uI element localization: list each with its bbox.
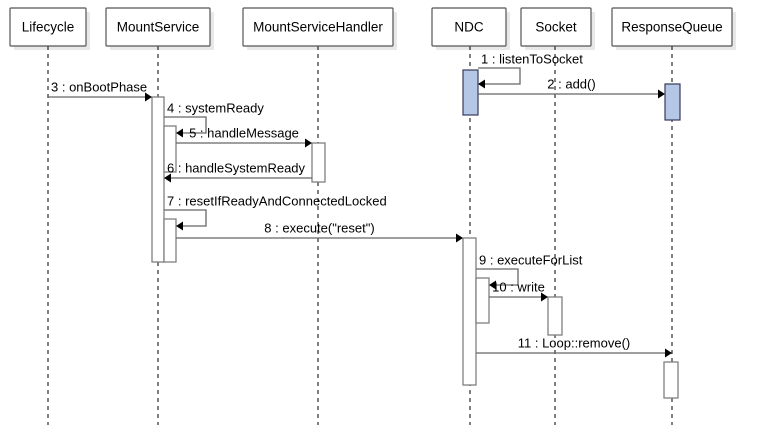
- lifeline-lifecycle: Lifecycle: [9, 7, 90, 425]
- message-1: 1 : listenToSocket: [478, 51, 583, 89]
- activation-bar-responsequeue-add: [664, 83, 681, 121]
- message-arrowhead-11: [665, 348, 672, 358]
- lifeline-box-mountservice[interactable]: [105, 7, 211, 47]
- lifeline-box-responsequeue[interactable]: [611, 7, 733, 47]
- message-label-5: 5 : handleMessage: [189, 125, 299, 140]
- message-label-9: 9 : executeForList: [479, 252, 583, 267]
- message-label-6: 6 : handleSystemReady: [167, 160, 306, 175]
- message-line-7: [164, 209, 207, 227]
- message-arrowhead-7: [176, 221, 183, 231]
- message-label-3: 3 : onBootPhase: [51, 79, 147, 94]
- message-arrowhead-10: [541, 292, 548, 302]
- lifeline-mountservicehandler: MountServiceHandler: [242, 7, 397, 425]
- lifeline-box-ndc[interactable]: [431, 7, 507, 47]
- messages-layer: 1 : listenToSocket 2 : add() 3 : onBootPha…: [48, 51, 672, 358]
- message-label-11: 11 : Loop::remove(): [518, 335, 630, 350]
- lifeline-ndc: NDC: [431, 7, 510, 425]
- message-arrowhead-6: [164, 173, 171, 183]
- lifeline-label-socket: Socket: [535, 20, 577, 35]
- activation-bar-mountservicehandler-handle: [311, 142, 326, 183]
- message-11: 11 : Loop::remove(): [476, 335, 672, 358]
- activation-bar-mountservice-systemready: [163, 125, 177, 173]
- activation-bar-mountservice-boot: [151, 96, 165, 263]
- lifeline-label-lifecycle: Lifecycle: [22, 20, 75, 35]
- message-arrowhead-9: [489, 280, 496, 290]
- activation-bar-mountservice-reset: [163, 218, 177, 263]
- message-line-9: [476, 268, 519, 286]
- message-label-10: 10 : write: [492, 279, 545, 294]
- activation-bar-ndc-execute: [462, 237, 477, 386]
- message-label-4: 4 : systemReady: [167, 100, 264, 115]
- lifeline-label-ndc: NDC: [454, 20, 483, 35]
- activation-bar-ndc-executeforlist: [475, 277, 490, 324]
- message-3: 3 : onBootPhase: [48, 79, 152, 102]
- message-arrowhead-4: [176, 128, 183, 138]
- message-7: 7 : resetIfReadyAndConnectedLocked: [164, 193, 387, 231]
- message-10: 10 : write: [489, 279, 548, 302]
- message-8: 8 : execute("reset"): [176, 220, 463, 243]
- message-label-7: 7 : resetIfReadyAndConnectedLocked: [167, 193, 387, 208]
- message-arrowhead-5: [305, 138, 312, 148]
- message-6: 6 : handleSystemReady: [164, 160, 312, 183]
- lifeline-box-mountservicehandler[interactable]: [242, 7, 394, 47]
- activation-bar-responsequeue-remove: [663, 361, 679, 399]
- lifeline-socket: Socket: [520, 7, 595, 425]
- message-label-2: 2 : add(): [547, 76, 595, 91]
- lifeline-label-responsequeue: ResponseQueue: [621, 20, 722, 35]
- message-2: 2 : add(): [478, 76, 665, 99]
- activation-bar-socket-write: [547, 296, 563, 336]
- lifeline-mountservice: MountService: [105, 7, 214, 425]
- message-4: 4 : systemReady: [164, 100, 264, 138]
- message-arrowhead-8: [456, 233, 463, 243]
- lifeline-label-mountservice: MountService: [117, 20, 200, 35]
- message-line-4: [164, 116, 207, 134]
- lifelines-layer: Lifecycle MountService MountServiceHandler…: [9, 7, 736, 425]
- message-label-8: 8 : execute("reset"): [264, 220, 374, 235]
- activations-layer: [151, 69, 681, 399]
- lifeline-label-mountservicehandler: MountServiceHandler: [253, 20, 383, 35]
- message-arrowhead-1: [478, 79, 485, 89]
- message-9: 9 : executeForList: [476, 252, 583, 290]
- message-line-1: [478, 67, 521, 85]
- message-label-1: 1 : listenToSocket: [481, 51, 583, 66]
- message-arrowhead-3: [145, 92, 152, 102]
- lifeline-box-lifecycle[interactable]: [9, 7, 87, 47]
- message-5: 5 : handleMessage: [176, 125, 312, 148]
- lifeline-box-socket[interactable]: [520, 7, 592, 47]
- activation-bar-ndc-listen: [462, 69, 479, 116]
- message-arrowhead-2: [658, 89, 665, 99]
